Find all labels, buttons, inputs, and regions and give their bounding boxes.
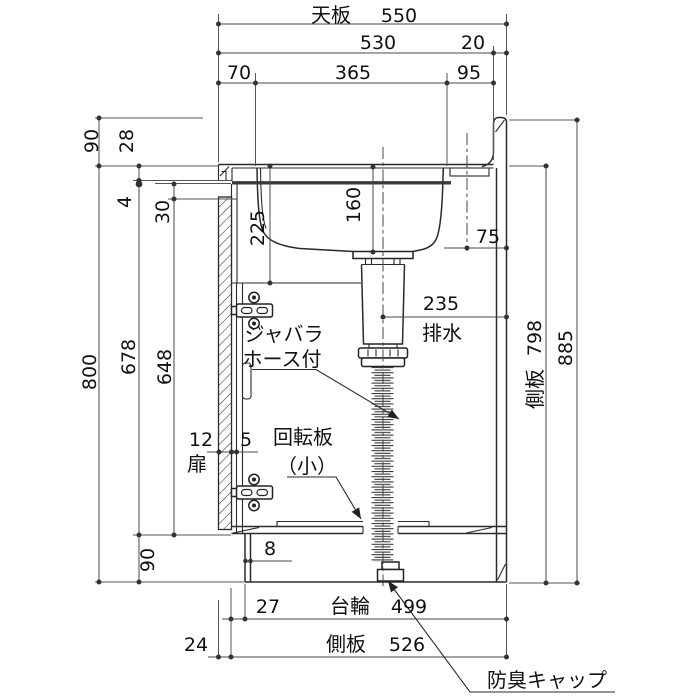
dim-235: 235 (423, 293, 459, 315)
odor-cap (376, 561, 405, 582)
faucet-deck (449, 167, 490, 177)
label-drain: 排水 (422, 321, 462, 345)
toe-kick (244, 534, 252, 582)
dim-4: 4 (114, 196, 136, 208)
dim-90-top: 90 (81, 129, 103, 153)
rotating-board-leader (287, 476, 362, 520)
dim-365: 365 (335, 62, 371, 84)
hinge-bottom (230, 473, 274, 512)
section-mark-back-bottom (497, 563, 506, 581)
dim-24: 24 (184, 634, 208, 656)
label-hose-1: ジャバラ (245, 322, 324, 346)
section-mark-backsplash (495, 119, 505, 133)
label-board-1: 回転板 (273, 425, 333, 449)
leader-lines (252, 368, 615, 693)
dim-800: 800 (79, 354, 101, 390)
label-board-2: （小） (277, 454, 337, 478)
dim-885: 885 (555, 330, 577, 366)
label-tenban: 天板 (311, 3, 351, 27)
label-door: 扉 (187, 452, 207, 476)
dim-8: 8 (264, 538, 276, 560)
dim-798: 798 (524, 320, 546, 356)
dim-648: 648 (154, 349, 176, 385)
dim-90-bottom: 90 (137, 548, 159, 572)
dimension-dots (96, 21, 580, 660)
dim-70: 70 (227, 62, 251, 84)
dim-75: 75 (476, 226, 500, 248)
section-mark-shelf-right (465, 526, 493, 534)
dim-225: 225 (247, 210, 269, 246)
dimension-texts: 天板 550 530 20 70 365 95 90 28 4 30 800 6… (79, 3, 607, 692)
rotating-board (276, 520, 430, 527)
centerlines (382, 133, 468, 586)
dim-160: 160 (343, 187, 365, 223)
backsplash (481, 116, 508, 582)
label-base-frame: 台輪 (330, 594, 370, 618)
dimension-lines (98, 23, 578, 658)
dim-678: 678 (118, 339, 140, 375)
bottom-shelf (231, 525, 507, 535)
section-mark-front-edge (219, 166, 230, 177)
odor-cap-leader (387, 580, 615, 693)
hose-leader (252, 368, 400, 420)
dim-28: 28 (116, 129, 138, 153)
dim-526: 526 (389, 634, 425, 656)
dim-5: 5 (240, 429, 252, 451)
shelf-bracket (241, 362, 252, 400)
dim-20: 20 (461, 32, 485, 54)
sink-bowl (256, 168, 445, 253)
counter-top (217, 163, 494, 182)
section-mark-shelf-left (232, 526, 260, 534)
dim-95: 95 (457, 62, 481, 84)
label-side-panel-bottom: 側板 (326, 632, 366, 656)
door-panel (217, 196, 233, 531)
dim-530: 530 (360, 32, 396, 54)
label-odor-cap: 防臭キャップ (487, 668, 607, 692)
dim-30: 30 (152, 200, 174, 224)
label-side-panel-right: 側板 (523, 369, 547, 409)
dim-12: 12 (189, 429, 213, 451)
label-hose-2: ホース付 (243, 347, 322, 371)
dim-499: 499 (391, 596, 427, 618)
dim-27: 27 (256, 596, 280, 618)
dim-550: 550 (381, 5, 417, 27)
